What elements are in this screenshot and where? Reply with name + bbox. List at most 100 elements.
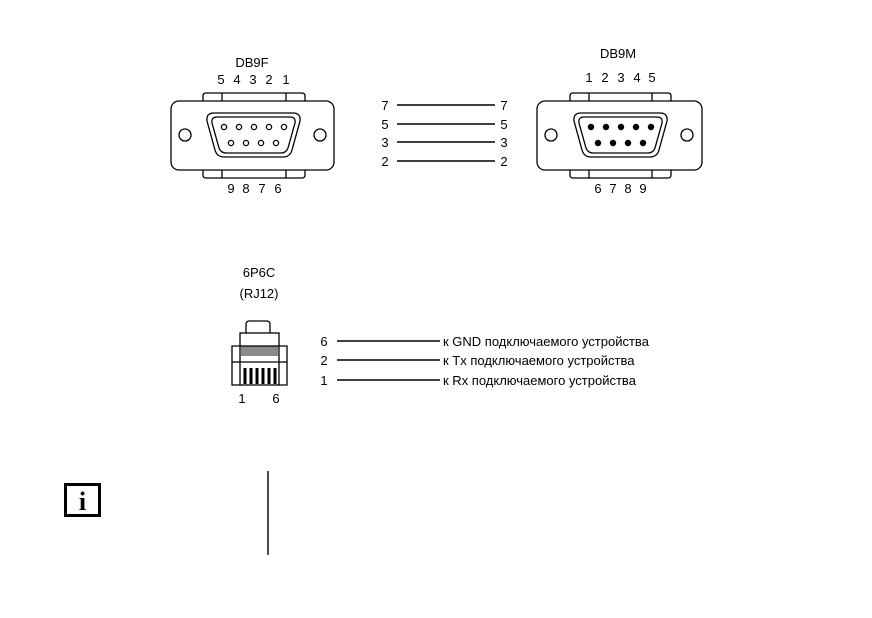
db9m-mount-hole [544,128,558,142]
db9f-title: DB9F [235,55,268,70]
db9f-pin-hole [257,139,265,147]
db9f-top-tab [202,92,306,102]
db9m-top-pin: 4 [633,70,640,85]
rj12-wire-pin: 2 [320,353,327,368]
db9m-pin [647,123,655,131]
db9f-top-pin: 3 [249,72,256,87]
rj12-right-wing [279,345,288,386]
db9f-pin-hole [242,139,250,147]
db9m-shell-inner [578,116,663,154]
rj12-contact [267,368,271,384]
db9-wire-right-pin: 7 [500,98,507,113]
rj12-contacts [243,368,277,384]
rj12-contact [243,368,247,384]
db9f-top-pin: 1 [282,72,289,87]
db9f-mount-hole [178,128,192,142]
db9m-pin [594,139,602,147]
db9m-title: DB9M [600,46,636,61]
rj12-contact [249,368,253,384]
info-icon: i [64,483,101,517]
db9-wire-right-pin: 3 [500,135,507,150]
db9f-top-pin: 5 [217,72,224,87]
db9f-bottom-pin-numbers: 9 8 7 6 [227,181,281,196]
db9f-pin-hole [220,123,228,131]
db9f-bottom-pin: 8 [242,181,249,196]
rj12-contact [255,368,259,384]
db9f-pin-holes [220,123,288,147]
db9m-pin [624,139,632,147]
db9m-flange [536,100,703,171]
rj12-wire-pin: 1 [320,373,327,388]
db9m-bottom-tab [569,169,672,179]
rj12-connector: 6P6C (RJ12) 1 6 [231,265,288,406]
db9m-bottom-pin: 9 [639,181,646,196]
rj12-left-wing [231,345,240,386]
db9m-pin [602,123,610,131]
db9-wire-left-pin: 7 [381,98,388,113]
rj12-title: 6P6C [243,265,276,280]
db9m-pin [609,139,617,147]
db9f-mount-hole [313,128,327,142]
db9-wire: 2 2 [381,154,507,169]
db9m-top-pin: 2 [601,70,608,85]
db9f-shell-outer [206,112,301,158]
db9m-pin [587,123,595,131]
rj12-shaded-band [241,346,278,356]
rj12-wire-label: к Rx подключаемого устройства [443,373,637,388]
db9f-top-pin-numbers: 5 4 3 2 1 [217,72,289,87]
db9m-pin [639,139,647,147]
rj12-contact [261,368,265,384]
db9m-pins [587,123,655,147]
db9m-top-pin: 1 [585,70,592,85]
db9m-top-pin: 3 [617,70,624,85]
db9m-bottom-pin: 6 [594,181,601,196]
db9m-top-pin-numbers: 1 2 3 4 5 [585,70,655,85]
db9-wire-right-pin: 2 [500,154,507,169]
db9f-pin-hole [265,123,273,131]
db9m-bottom-pin: 7 [609,181,616,196]
db9f-shell-inner [211,116,296,154]
db9f-bottom-pin: 7 [258,181,265,196]
db9f-bottom-pin: 6 [274,181,281,196]
rj12-wires: 6 к GND подключаемого устройства 2 к Tx … [320,334,649,388]
rj12-pin-left: 1 [238,391,245,406]
rj12-wire: 2 к Tx подключаемого устройства [320,353,635,368]
db9m-top-pin: 5 [648,70,655,85]
db9-wire-left-pin: 3 [381,135,388,150]
db9m-connector: DB9M 1 2 3 4 5 [536,46,703,196]
rj12-contact [273,368,277,384]
rj12-wire-label: к GND подключаемого устройства [443,334,650,349]
rj12-wire-label: к Tx подключаемого устройства [443,353,635,368]
rj12-subtitle: (RJ12) [239,286,278,301]
db9-wire: 5 5 [381,117,507,132]
db9f-pin-hole [235,123,243,131]
db9m-pin [632,123,640,131]
db9m-bottom-pin: 8 [624,181,631,196]
db9f-pin-hole [272,139,280,147]
db9-wire-right-pin: 5 [500,117,507,132]
rj12-wire: 1 к Rx подключаемого устройства [320,373,636,388]
db9m-shell-outer [573,112,668,158]
db9f-connector: DB9F 5 4 3 2 1 [170,55,335,196]
db9m-top-tab [569,92,672,102]
db9f-bottom-pin: 9 [227,181,234,196]
rj12-wire: 6 к GND подключаемого устройства [320,334,649,349]
db9f-pin-hole [227,139,235,147]
db9f-top-pin: 4 [233,72,240,87]
db9f-pin-hole [250,123,258,131]
rj12-wire-pin: 6 [320,334,327,349]
db9-wire: 7 7 [381,98,507,113]
db9m-pin [617,123,625,131]
db9m-mount-hole [680,128,694,142]
db9-wire-left-pin: 5 [381,117,388,132]
rj12-pin-right: 6 [272,391,279,406]
db9f-bottom-tab [202,169,306,179]
db9f-flange [170,100,335,171]
db9-wire-left-pin: 2 [381,154,388,169]
db9f-pin-hole [280,123,288,131]
db9-wire: 3 3 [381,135,507,150]
info-icon-frame [64,483,101,517]
info-icon-glyph: i [79,487,86,516]
db9f-top-pin: 2 [265,72,272,87]
